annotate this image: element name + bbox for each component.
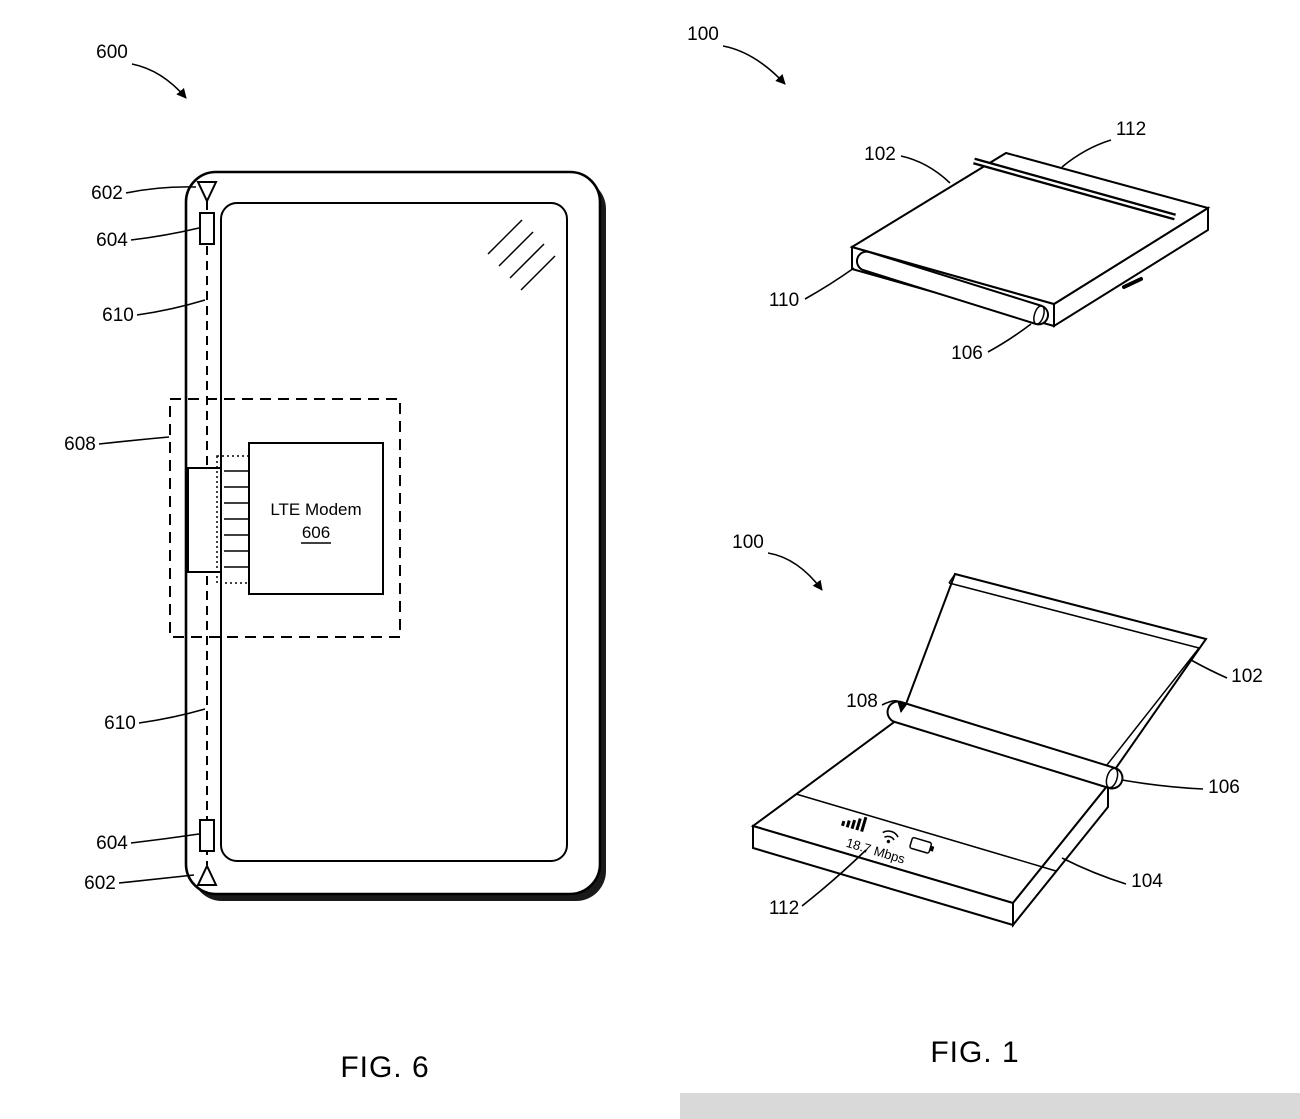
wifi-icon bbox=[882, 830, 899, 844]
ref-label-108: 108 bbox=[846, 691, 878, 712]
ref-label-110: 110 bbox=[769, 290, 799, 311]
ref-label-604-bottom: 604 bbox=[96, 833, 128, 854]
side-port-slot bbox=[1122, 277, 1143, 289]
hinge-barrel-open-end-cap bbox=[1105, 767, 1119, 789]
ref-label-106-open: 106 bbox=[1208, 777, 1240, 798]
fig6-drawing: LTE Modem 606 600 602 604 610 608 610 60… bbox=[64, 42, 606, 1084]
leader-108 bbox=[881, 700, 908, 713]
antenna-triangle-top bbox=[196, 181, 218, 204]
ref-label-602-top: 602 bbox=[91, 183, 123, 204]
battery-icon bbox=[909, 836, 935, 854]
leader-610-bottom bbox=[138, 708, 206, 724]
leader-604-bottom bbox=[130, 833, 200, 844]
ref-label-104: 104 bbox=[1131, 871, 1163, 892]
ref-label-600: 600 bbox=[96, 42, 128, 63]
fig1-caption: FIG. 1 bbox=[930, 1036, 1019, 1069]
ref-label-608: 608 bbox=[64, 434, 96, 455]
leader-112-closed bbox=[1061, 139, 1112, 168]
leader-106-closed bbox=[987, 323, 1032, 353]
leader-602-top bbox=[125, 186, 197, 194]
lte-modem-box bbox=[248, 442, 384, 595]
ref-label-610-bottom: 610 bbox=[104, 713, 136, 734]
ref-label-602-bottom: 602 bbox=[84, 873, 116, 894]
fig6-reference-labels: 600 602 604 610 608 610 604 602 bbox=[64, 42, 206, 894]
antenna-element-bottom bbox=[199, 819, 215, 852]
fig1-closed-reference-labels: 100 102 112 110 106 bbox=[687, 24, 1146, 364]
ref-label-106-closed: 106 bbox=[951, 343, 983, 364]
lte-modem-label: LTE Modem bbox=[270, 500, 361, 519]
leader-602-bottom bbox=[118, 874, 195, 884]
leader-608 bbox=[98, 436, 170, 445]
leader-102-closed bbox=[900, 155, 951, 184]
bottom-edge-artifact bbox=[680, 1093, 1300, 1119]
ref-label-604-top: 604 bbox=[96, 230, 128, 251]
leader-100-closed bbox=[722, 45, 786, 85]
ref-label-102-closed: 102 bbox=[864, 144, 896, 165]
leader-100-open bbox=[767, 552, 823, 591]
leader-112-open bbox=[801, 849, 867, 907]
leader-600 bbox=[131, 63, 187, 99]
fig1-open-drawing: 18.7 Mbps 100 108 102 106 104 112 bbox=[732, 532, 1263, 1069]
ref-label-112-open: 112 bbox=[769, 898, 799, 919]
leader-106-open bbox=[1121, 779, 1204, 790]
base-bezel-line bbox=[795, 793, 1057, 872]
ref-label-102-open: 102 bbox=[1231, 666, 1263, 687]
ref-label-112-closed: 112 bbox=[1116, 119, 1146, 140]
fig1-open-reference-labels: 100 108 102 106 104 112 bbox=[732, 532, 1263, 919]
back-panel-thickness-edges bbox=[948, 573, 1200, 771]
antenna-element-top bbox=[199, 212, 215, 245]
antenna-triangle-bottom bbox=[196, 863, 218, 886]
fold-seam-gap bbox=[973, 159, 1176, 219]
module-region-608 bbox=[169, 398, 401, 638]
fig6-caption: FIG. 6 bbox=[340, 1051, 429, 1084]
connector-comb bbox=[224, 470, 249, 568]
lte-modem-number: 606 bbox=[302, 523, 330, 542]
leader-610-top bbox=[136, 299, 206, 316]
ref-label-100-closed: 100 bbox=[687, 24, 719, 45]
coupling-region-dotted bbox=[216, 455, 262, 584]
ref-label-610-top: 610 bbox=[102, 305, 134, 326]
antenna-feed-block bbox=[187, 467, 222, 573]
leader-104 bbox=[1061, 857, 1127, 885]
leader-102-open bbox=[1190, 659, 1228, 679]
signal-strength-icon bbox=[841, 816, 868, 832]
fig1-closed-drawing: 100 102 112 110 106 bbox=[687, 24, 1211, 364]
open-base-right-face bbox=[1012, 782, 1109, 928]
closed-top-face bbox=[849, 151, 1211, 306]
leader-110 bbox=[804, 267, 855, 300]
leader-604-top bbox=[130, 227, 200, 241]
hinge-barrel-end-cap bbox=[1033, 305, 1045, 325]
ref-label-100-open: 100 bbox=[732, 532, 764, 553]
screen-reflection-hatch bbox=[487, 219, 556, 291]
